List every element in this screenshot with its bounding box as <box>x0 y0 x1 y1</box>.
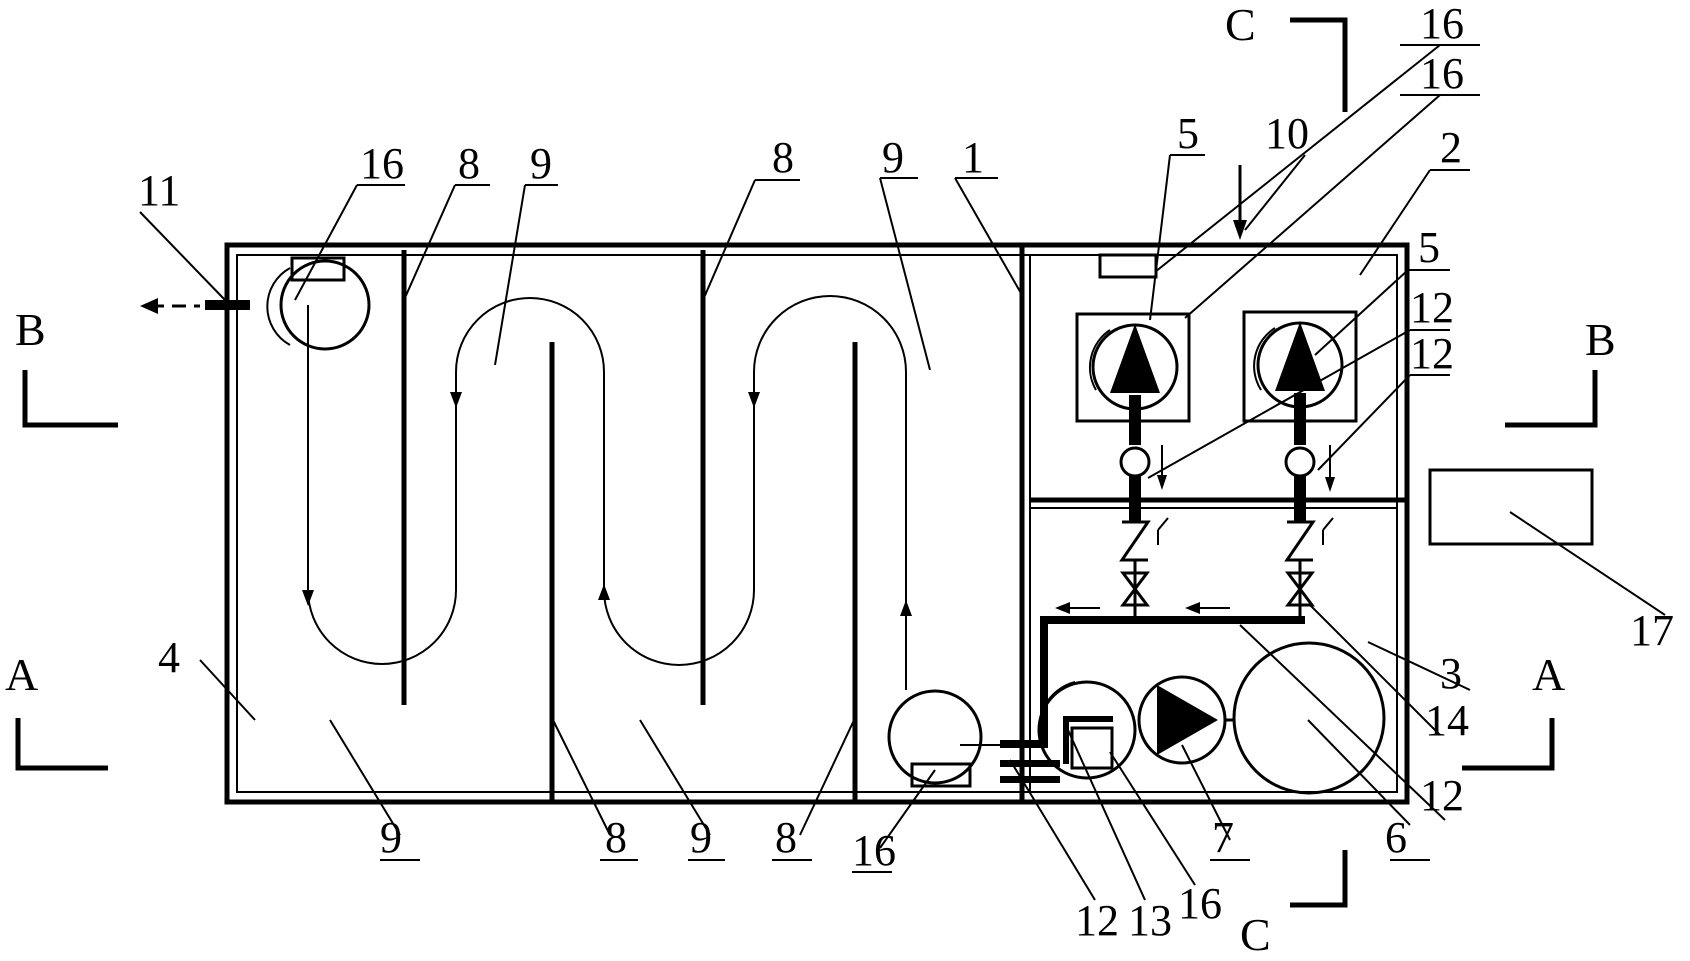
label-12-bottom: 12 <box>1075 896 1119 945</box>
pump-icon <box>1110 324 1160 393</box>
label-17: 17 <box>1630 606 1674 655</box>
section-b-right-marker <box>1505 370 1598 428</box>
callout-labels: 11 16 8 9 8 9 1 5 10 16 16 2 5 12 12 17 … <box>138 0 1674 945</box>
label-12-bottom-right: 12 <box>1420 771 1464 820</box>
label-3: 3 <box>1440 649 1462 698</box>
section-a-left: A <box>5 649 38 700</box>
section-a-left-marker <box>15 718 108 771</box>
label-7: 7 <box>1212 813 1234 862</box>
label-8-top-mid: 8 <box>772 133 794 182</box>
tank-outline <box>224 242 1410 805</box>
control-box <box>1428 468 1594 546</box>
label-16-top-2: 16 <box>1420 49 1464 98</box>
outlet-circle <box>266 256 371 351</box>
flow-arrow-3 <box>598 584 610 600</box>
section-c-bottom-marker <box>1290 850 1348 908</box>
label-16-bottom: 16 <box>852 826 896 875</box>
label-13: 13 <box>1128 896 1172 945</box>
label-9-bottom-left: 9 <box>380 813 402 862</box>
valve-assembly-right <box>1284 517 1334 620</box>
flow-arrow-4 <box>748 392 760 408</box>
pump-icon <box>1275 322 1325 391</box>
label-16-outlet: 16 <box>360 139 404 188</box>
flow-arrow-5 <box>900 600 912 616</box>
label-4: 4 <box>158 633 180 682</box>
pump-icon <box>1157 685 1218 755</box>
label-8-bottom-right: 8 <box>775 813 797 862</box>
leader-lines <box>139 44 1666 901</box>
label-16-bottom-2: 16 <box>1178 879 1222 928</box>
section-b-left-marker <box>22 370 118 428</box>
label-2: 2 <box>1440 123 1462 172</box>
flow-arrow-1 <box>302 590 314 606</box>
pump-unit-left <box>1075 312 1191 522</box>
baffles <box>401 250 858 800</box>
tank-6 <box>1232 641 1386 795</box>
label-16-top-1: 16 <box>1420 0 1464 48</box>
section-a-right: A <box>1532 649 1565 700</box>
inlet-circle <box>887 689 983 788</box>
label-14: 14 <box>1425 696 1469 745</box>
label-8-top-left: 8 <box>458 139 480 188</box>
label-5-right: 5 <box>1418 223 1440 272</box>
main-pipe <box>960 602 1305 783</box>
section-c-top: C <box>1225 0 1256 50</box>
label-6: 6 <box>1385 813 1407 862</box>
pump-flow-arrows <box>1157 445 1335 492</box>
section-b-left: B <box>15 304 46 355</box>
label-12-right-2: 12 <box>1410 329 1454 378</box>
outlet-pipe <box>140 298 250 314</box>
label-11: 11 <box>138 166 180 215</box>
section-c-bottom: C <box>1240 909 1271 960</box>
label-10: 10 <box>1265 109 1309 158</box>
label-12-right-1: 12 <box>1410 283 1454 332</box>
label-9-top-right: 9 <box>882 133 904 182</box>
section-b-right: B <box>1585 314 1616 365</box>
inlet-10 <box>1098 165 1247 279</box>
pump-7 <box>1137 675 1234 765</box>
label-8-bottom-left: 8 <box>605 813 627 862</box>
flow-path <box>302 295 912 690</box>
valve-assembly-left <box>1119 517 1169 620</box>
section-markers <box>15 17 1598 908</box>
label-5-left: 5 <box>1177 109 1199 158</box>
section-a-right-marker <box>1462 718 1555 771</box>
label-1: 1 <box>962 133 984 182</box>
pump-unit-right <box>1242 310 1358 522</box>
label-9-top-left: 9 <box>530 139 552 188</box>
label-9-bottom-mid: 9 <box>690 813 712 862</box>
flow-arrow-2 <box>450 392 462 408</box>
section-c-top-marker <box>1290 17 1348 112</box>
section-letters: B B A A C C <box>5 0 1616 960</box>
tank-13 <box>1037 680 1137 780</box>
